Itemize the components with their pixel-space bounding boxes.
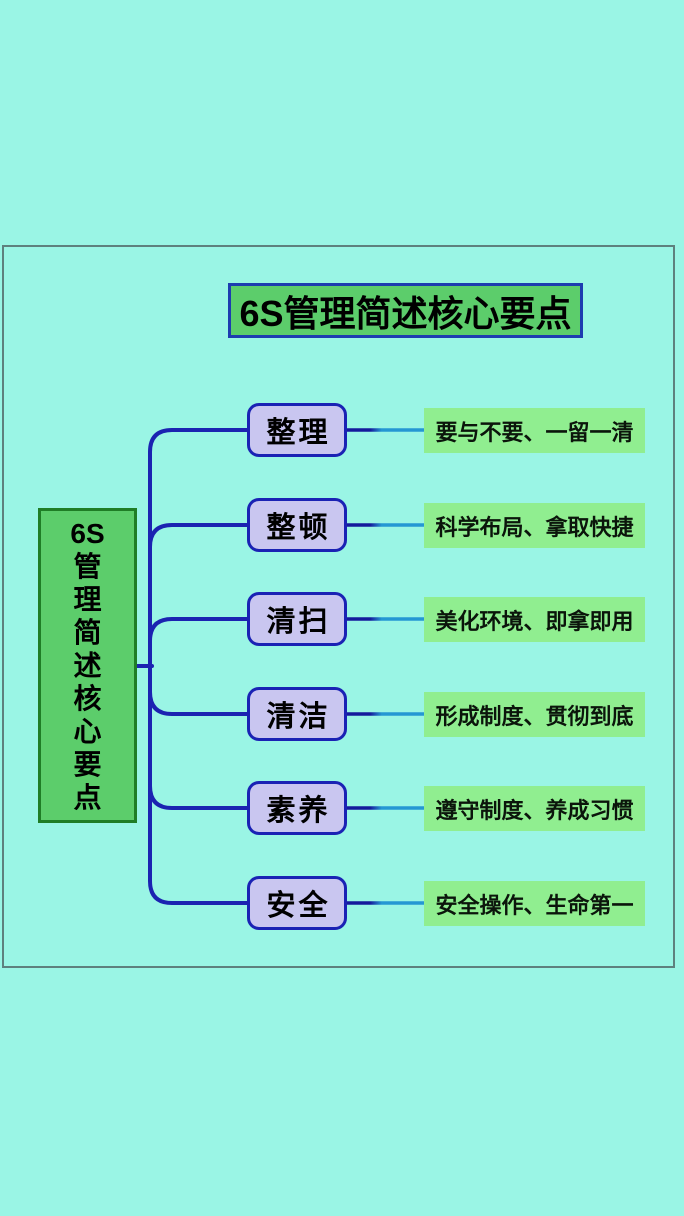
branch-label: 素养 [266,795,331,827]
note-label: 安全操作、生命第一 [435,892,634,918]
branch-node: 安全 [247,876,347,930]
note-box: 科学布局、拿取快捷 [424,503,645,548]
root-node-line: 核 [73,683,102,714]
branch-label: 整顿 [266,512,331,544]
root-node-line: 述 [73,650,102,681]
note-label: 科学布局、拿取快捷 [435,514,634,540]
note-box: 安全操作、生命第一 [424,881,645,926]
root-node-line: 管 [73,551,102,582]
root-node-line: 要 [73,749,102,780]
note-box: 遵守制度、养成习惯 [424,786,645,831]
root-node-line: 心 [73,716,102,747]
note-label: 美化环境、即拿即用 [435,608,634,634]
branch-node: 整顿 [247,498,347,552]
branch-label: 清洁 [266,701,331,733]
branch-label: 整理 [266,417,331,449]
branch-node: 清洁 [247,687,347,741]
note-label: 形成制度、贯彻到底 [435,703,634,729]
branch-node: 清扫 [247,592,347,646]
note-label: 要与不要、一留一清 [435,419,634,445]
diagram-title-label: 6S管理简述核心要点 [239,292,572,334]
diagram-title: 6S管理简述核心要点 [228,283,583,338]
root-node-line: 简 [73,617,102,648]
branch-node: 整理 [247,403,347,457]
note-box: 形成制度、贯彻到底 [424,692,645,737]
root-node-line: 6S [70,518,105,549]
root-node-line: 理 [73,584,102,615]
branch-node: 素养 [247,781,347,835]
branch-label: 清扫 [266,606,331,638]
branch-label: 安全 [266,890,331,922]
note-label: 遵守制度、养成习惯 [435,797,634,823]
note-box: 美化环境、即拿即用 [424,597,645,642]
note-box: 要与不要、一留一清 [424,408,645,453]
root-node-line: 点 [73,782,102,813]
root-node: 6S 管 理 简 述 核 心 要 点 [38,508,137,823]
